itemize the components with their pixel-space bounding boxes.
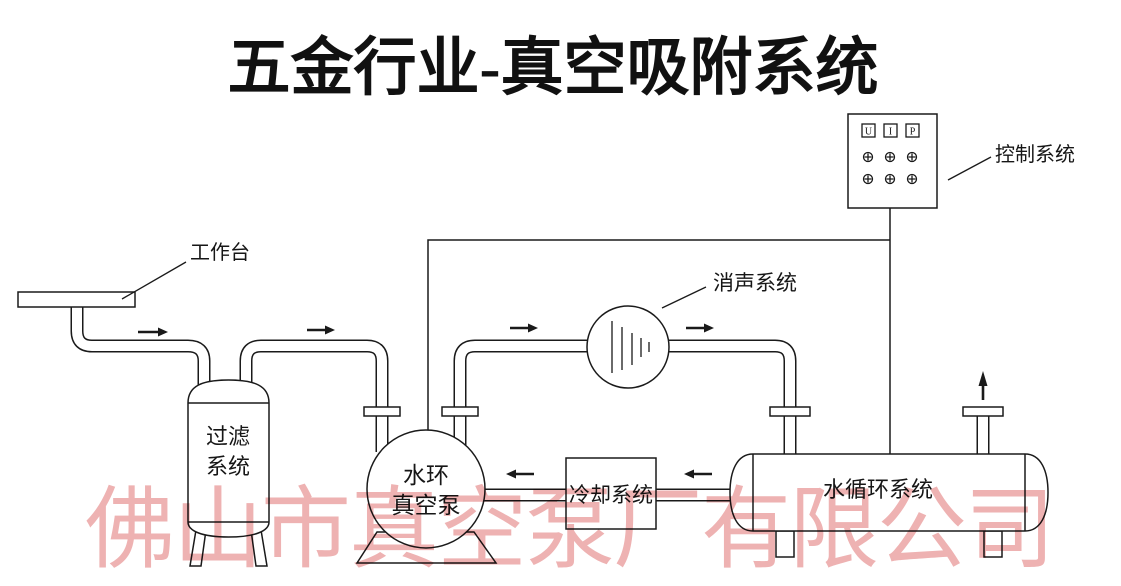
silencer [586, 305, 670, 389]
filter-label-line1: 过滤 [206, 424, 250, 449]
knob-icon [906, 173, 918, 185]
silencer-baffle-lines [611, 321, 650, 373]
leader-line-worktable [121, 261, 187, 300]
water-tank [729, 453, 1049, 558]
knob-icon [906, 151, 918, 163]
pump-flange-right [441, 406, 479, 417]
control-wiring-line [427, 206, 891, 456]
watermark-text: 佛山市真空泵厂有限公司 [85, 481, 1053, 580]
knob-icon [884, 151, 896, 163]
page-title: 五金行业-真空吸附系统 [228, 33, 879, 103]
meter-label-u: U [865, 127, 873, 138]
meter-label-p: P [910, 127, 916, 138]
silencer-shape [586, 305, 670, 389]
control-panel: U I P [847, 113, 938, 209]
pump-flange-left [363, 406, 401, 417]
meter-label-i: I [889, 127, 892, 138]
filter-tank [187, 379, 270, 567]
pipe-worktable-to-filter [70, 300, 211, 398]
knob-icons [862, 151, 918, 185]
pipe-filter-to-pump [239, 339, 389, 452]
knob-icon [862, 173, 874, 185]
flow-arrow-right-icon [307, 325, 335, 335]
control-panel-label: 控制系统 [995, 143, 1075, 166]
meter-box-p [905, 123, 920, 138]
flow-arrow-right-icon [686, 323, 714, 333]
flow-arrow-up-icon [978, 371, 988, 400]
tank-flange-left [769, 406, 811, 417]
flow-arrow-left-icon [684, 469, 712, 479]
water-tank-label: 水循环系统 [823, 477, 933, 502]
pipe-silencer-to-tank [656, 339, 797, 456]
flow-arrow-left-icon [506, 469, 534, 479]
leader-line-silencer [661, 286, 707, 309]
flow-arrow-right-icon [510, 323, 538, 333]
pump-label-line1: 水环 [403, 463, 449, 488]
silencer-label: 消声系统 [713, 271, 797, 295]
pipe-pump-to-silencer [453, 339, 600, 452]
worktable-label: 工作台 [190, 241, 250, 264]
vacuum-pump [355, 429, 498, 564]
pump-label-line2: 真空泵 [392, 493, 461, 518]
pump-shape [366, 429, 486, 549]
worktable-shape [17, 291, 136, 308]
filter-tank-seams [188, 402, 269, 523]
cooling-box-shape [565, 457, 657, 530]
knob-icon [884, 173, 896, 185]
tank-flange-right [962, 406, 1004, 417]
flow-arrow-right-icon [138, 327, 168, 337]
meter-box-u [861, 123, 876, 138]
leader-line-control [947, 156, 992, 181]
knob-icon [862, 151, 874, 163]
water-tank-seams [752, 454, 1026, 531]
meter-box-i [883, 123, 898, 138]
filter-label-line2: 系统 [206, 454, 250, 479]
cooling-label: 冷却系统 [569, 483, 653, 507]
